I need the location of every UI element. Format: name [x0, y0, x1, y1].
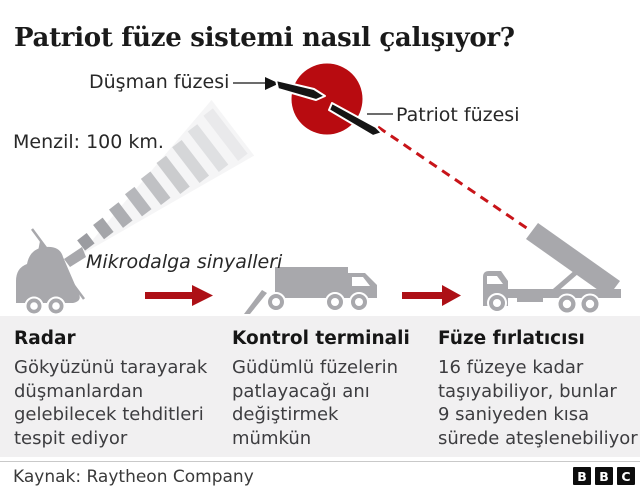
- bbc-logo-block-c: C: [617, 467, 635, 485]
- enemy-missile-pointer-line: [233, 77, 279, 90]
- radar-beam-icon: [77, 100, 255, 256]
- missile-launcher-column-heading: Füze fırlatıcısı: [438, 328, 585, 349]
- control-terminal-column-body: Güdümlü füzelerin patlayacağı anı değişt…: [232, 357, 399, 449]
- flow-arrow-radar-to-terminal-icon: [145, 285, 213, 306]
- control-terminal-truck-icon: [244, 267, 377, 314]
- description-panel: Radar Gökyüzünü tarayarak düşmanlardan g…: [0, 316, 640, 457]
- patriot-missile-icon: [328, 102, 383, 137]
- bbc-logo: B B C: [573, 467, 635, 485]
- patriot-trajectory-dashed-line: [377, 125, 532, 233]
- patriot-missile-label: Patriot füzesi: [396, 104, 520, 126]
- missile-launcher-column: Füze fırlatıcısı 16 füzeye kadar taşıyab…: [438, 328, 638, 450]
- source-attribution: Kaynak: Raytheon Company: [13, 467, 254, 487]
- radar-column: Radar Gökyüzünü tarayarak düşmanlardan g…: [14, 328, 222, 450]
- radar-column-body: Gökyüzünü tarayarak düşmanlardan gelebil…: [14, 357, 208, 449]
- radar-column-heading: Radar: [14, 328, 76, 349]
- page-title: Patriot füze sistemi nasıl çalışıyor?: [14, 23, 515, 54]
- control-terminal-column: Kontrol terminali Güdümlü füzelerin patl…: [232, 328, 422, 450]
- footer: Kaynak: Raytheon Company B B C: [0, 461, 640, 490]
- enemy-missile-icon: [275, 79, 326, 101]
- bbc-logo-block-b2: B: [595, 467, 613, 485]
- missile-launcher-truck-icon: [483, 223, 621, 315]
- bbc-logo-block-b1: B: [573, 467, 591, 485]
- radar-truck-icon: [16, 228, 86, 316]
- flow-arrow-terminal-to-launcher-icon: [402, 285, 461, 306]
- control-terminal-column-heading: Kontrol terminali: [232, 328, 410, 349]
- missile-launcher-column-body: 16 füzeye kadar taşıyabiliyor, bunlar 9 …: [438, 357, 638, 449]
- enemy-missile-label: Düşman füzesi: [89, 71, 230, 93]
- range-label: Menzil: 100 km.: [13, 131, 164, 153]
- microwave-signals-label: Mikrodalga sinyalleri: [86, 251, 283, 273]
